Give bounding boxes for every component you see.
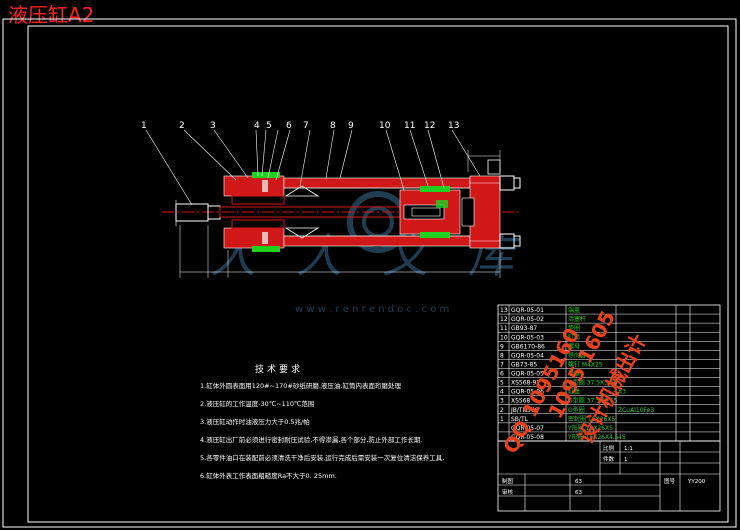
tech-requirements-heading: 技术要求 bbox=[255, 363, 303, 375]
bom-cell-name: Y形圈 16X26X4.5 bbox=[567, 433, 619, 441]
bom-cell-code: GB73-85 bbox=[511, 361, 537, 368]
bom-cell-qty: A3 bbox=[618, 389, 626, 396]
tech-requirement-item: 4.液压缸出厂前必须进行密封耐压试验,不得渗漏,各个部分,防止外部工作长期. bbox=[200, 435, 422, 444]
bom-cell-no: 13 bbox=[500, 307, 508, 314]
check-label: 审核 bbox=[502, 488, 514, 496]
bom-cell-no: 6 bbox=[500, 371, 504, 378]
part-number: 4 bbox=[254, 121, 260, 131]
bom-cell-code: GQR-05-03 bbox=[511, 334, 544, 341]
bom-cell-no: 5 bbox=[500, 380, 504, 387]
bom-cell-no: 8 bbox=[500, 352, 504, 359]
watermark-url: w w w . r e n r e n d o c . c o m bbox=[295, 304, 449, 315]
part-number: 1 bbox=[141, 121, 147, 131]
drawing-title: 液压缸A2 bbox=[8, 3, 95, 27]
drawing-number: YY200 bbox=[687, 479, 706, 485]
part-number: 5 bbox=[266, 121, 272, 131]
bom-cell-no: 2 bbox=[500, 407, 504, 414]
leader-lines bbox=[145, 129, 481, 206]
part-number: 12 bbox=[424, 121, 435, 131]
bom-cell-name: 活塞 bbox=[568, 370, 580, 378]
bom-cell-no: 9 bbox=[500, 343, 504, 350]
draw-label: 制图 bbox=[502, 477, 514, 485]
bom-cell-code: GQR-05-04 bbox=[511, 352, 544, 359]
rear-cap bbox=[469, 175, 501, 249]
bom-cell-name: 密封圈 16X26X5 bbox=[568, 415, 615, 423]
outer-frame bbox=[2, 18, 737, 528]
bom-cell-no: 1 bbox=[500, 416, 504, 423]
bom-cell-no: 11 bbox=[500, 325, 508, 332]
sheet-label: 图号 bbox=[664, 477, 676, 485]
tech-requirement-item: 3.液压缸动作时油液压力大于0.5兆/帕 bbox=[200, 417, 310, 426]
bom-cell-code: GQR-05-08 bbox=[511, 434, 544, 441]
bom-cell-name: 螺母 bbox=[568, 342, 580, 350]
tech-requirements: 技术要求 1.缸体外圆表面用120#~170#砂纸研磨.液压油.缸筒内表面珩磨处… bbox=[200, 363, 444, 480]
bom-cell-code: GB6170-86 bbox=[511, 343, 545, 350]
bom-cell-code: XS568 bbox=[511, 398, 531, 405]
bom-cell-material: ZCuAl10Fe3 bbox=[618, 407, 654, 414]
part-number: 7 bbox=[303, 121, 309, 131]
bom-cell-name: O型圈 37.5X3.55 bbox=[568, 379, 618, 387]
scale-label: 比例 bbox=[603, 444, 615, 452]
bom-cell-name: 螺钉 M4X25 bbox=[568, 360, 603, 368]
bom-cell-no: 3 bbox=[500, 398, 504, 405]
bom-cell-name: 缸筒 bbox=[568, 333, 580, 341]
bom-cell-name: 垫圈 bbox=[568, 324, 580, 332]
qty-value: 1 bbox=[624, 457, 628, 463]
bom-cell-name: 活塞杆 bbox=[568, 315, 586, 323]
bom-cell-no: 10 bbox=[500, 334, 508, 341]
bom-cell-name: O型圈 bbox=[568, 406, 585, 414]
bom-cell-no: 4 bbox=[500, 389, 504, 396]
scale-value: 1:1 bbox=[624, 446, 633, 452]
tech-requirement-item: 2.液压缸的工作温度-30℃~110℃范围 bbox=[200, 399, 314, 408]
bom-cell-code: GB93-87 bbox=[511, 325, 537, 332]
bom-cell-code: GQR-05-07 bbox=[511, 425, 544, 432]
designer-value: 63 bbox=[575, 479, 582, 485]
part-number: 9 bbox=[348, 121, 354, 131]
bom-cell-name: 端盖 bbox=[568, 306, 580, 314]
part-number: 2 bbox=[179, 121, 185, 131]
bom-cell-name: O型圈 37.5X3.55 bbox=[568, 397, 618, 405]
part-number: 6 bbox=[286, 121, 292, 131]
bom-cell-no: 7 bbox=[500, 361, 504, 368]
bom-cell-name: 缸盖 bbox=[568, 388, 580, 396]
bom-cell-no: 12 bbox=[500, 316, 508, 323]
part-number-labels: 1 2 3 4 5 6 7 8 9 10 11 12 13 bbox=[141, 121, 459, 131]
tech-requirement-item: 5.各零件油口在装配前必须清洗干净后安装,运行完成后需安装一次复位清洁保养工具. bbox=[200, 453, 444, 462]
bom-cell-qty: 45 bbox=[618, 434, 626, 441]
bom-cell-name: 导向套 bbox=[568, 351, 586, 359]
bom-cell-code: SB/TL bbox=[511, 416, 529, 423]
bom-cell-code: GQR-05-02 bbox=[511, 316, 544, 323]
part-number: 3 bbox=[210, 121, 216, 131]
bom-cell-code: GQR-05-05 bbox=[511, 371, 544, 378]
bom-cell-name: Y形圈 16X26X5 bbox=[567, 424, 613, 432]
title-block: 比例 1:1 件数 1 制图 63 审核 63 图号 YY200 bbox=[497, 440, 721, 512]
part-number: 11 bbox=[404, 121, 415, 131]
bom-cell-code: JB/TN568 bbox=[510, 407, 539, 414]
part-number: 8 bbox=[330, 121, 336, 131]
part-number: 13 bbox=[448, 121, 459, 131]
tech-requirement-item: 6.缸体外表工作表面粗糙度Ra不大于0. 25mm. bbox=[200, 471, 337, 480]
cylinder-section bbox=[162, 150, 522, 278]
bom-cell-code: XS568-92 bbox=[511, 380, 540, 387]
inner-frame bbox=[27, 25, 729, 523]
bom-cell-code: GQR-05-06 bbox=[511, 389, 544, 396]
bom-cell-code: GQR-05-01 bbox=[511, 307, 544, 314]
front-gland-top bbox=[223, 175, 285, 197]
qty-label: 件数 bbox=[603, 455, 615, 463]
tech-requirement-item: 1.缸体外圆表面用120#~170#砂纸研磨.液压油.缸筒内表面珩磨处理 bbox=[200, 381, 401, 390]
checker-value: 63 bbox=[575, 490, 582, 496]
part-number: 10 bbox=[379, 121, 391, 131]
front-gland-bottom bbox=[223, 227, 285, 249]
tie-rod-nut-top bbox=[499, 175, 515, 191]
